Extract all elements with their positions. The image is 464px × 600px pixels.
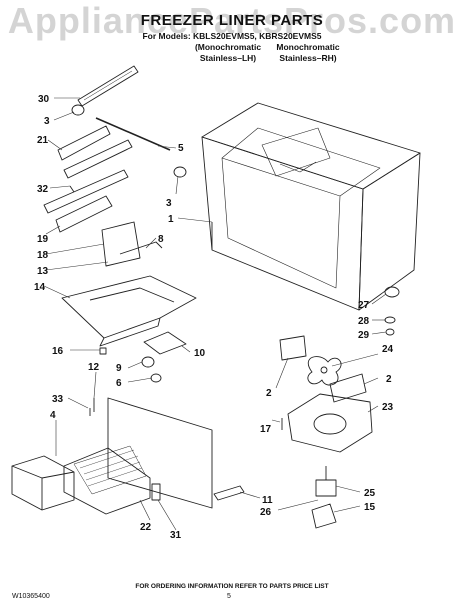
part-roller-3 bbox=[71, 104, 85, 116]
variant-col-2-line2: Stainless–RH) bbox=[279, 53, 337, 63]
callout-21: 21 bbox=[37, 135, 49, 146]
callout-33: 33 bbox=[52, 394, 64, 405]
part-sensor-31 bbox=[151, 483, 161, 501]
variant-col-2: Monochromatic Stainless–RH) bbox=[263, 42, 353, 64]
variant-col-2-line1: Monochromatic bbox=[276, 42, 340, 52]
callout-labels: 30 3 21 5 32 3 1 19 8 18 13 14 27 28 29 … bbox=[34, 94, 394, 541]
callout-17: 17 bbox=[260, 424, 272, 435]
part-freezer-liner bbox=[201, 102, 421, 311]
callout-3b: 3 bbox=[166, 198, 172, 209]
callout-14: 14 bbox=[34, 282, 46, 293]
callout-11: 11 bbox=[262, 495, 273, 506]
part-pad-10 bbox=[143, 331, 187, 355]
callout-23: 23 bbox=[382, 402, 394, 413]
part-foam-2b bbox=[329, 373, 367, 403]
callout-2: 2 bbox=[266, 388, 272, 399]
callout-29: 29 bbox=[358, 330, 370, 341]
callout-4: 4 bbox=[50, 410, 56, 421]
part-bracket-18 bbox=[101, 221, 163, 267]
callout-13: 13 bbox=[37, 266, 49, 277]
callout-5: 5 bbox=[178, 143, 184, 154]
callout-1: 1 bbox=[168, 214, 174, 225]
callout-28: 28 bbox=[358, 316, 370, 327]
variant-col-1-line2: Stainless–LH) bbox=[199, 53, 257, 63]
part-rail-30 bbox=[77, 65, 139, 107]
callout-31: 31 bbox=[170, 530, 182, 541]
variant-col-1: (Monochromatic Stainless–LH) bbox=[183, 42, 273, 64]
callout-19: 19 bbox=[37, 234, 49, 245]
callout-24: 24 bbox=[382, 344, 394, 355]
part-slide-assembly bbox=[43, 125, 133, 233]
callout-6: 6 bbox=[116, 378, 122, 389]
callout-30: 30 bbox=[38, 94, 50, 105]
callout-10: 10 bbox=[194, 348, 206, 359]
part-fan-blade-24 bbox=[307, 356, 342, 386]
page-title: FREEZER LINER PARTS bbox=[140, 12, 324, 29]
part-clip-16 bbox=[99, 347, 107, 355]
callout-18: 18 bbox=[37, 250, 49, 261]
callout-25: 25 bbox=[364, 488, 376, 499]
callout-27: 27 bbox=[358, 300, 370, 311]
variant-col-1-line1: (Monochromatic bbox=[194, 42, 262, 52]
document-number: W10365400 bbox=[12, 593, 50, 600]
callout-22: 22 bbox=[140, 522, 152, 533]
callout-2b: 2 bbox=[386, 374, 392, 385]
model-numbers: For Models: KBLS20EVMS5, KBRS20EVMS5 bbox=[142, 31, 322, 41]
part-fan-hub bbox=[384, 286, 400, 336]
leader-lines bbox=[43, 97, 387, 531]
callout-15: 15 bbox=[364, 502, 376, 513]
callout-3: 3 bbox=[44, 116, 50, 127]
callout-12: 12 bbox=[88, 362, 100, 373]
part-roller-3b bbox=[173, 166, 187, 178]
part-bottom-cover-14 bbox=[61, 275, 197, 347]
part-housing-4 bbox=[11, 455, 75, 511]
ordering-note: FOR ORDERING INFORMATION REFER TO PARTS … bbox=[135, 583, 329, 590]
part-control-panel-22 bbox=[63, 397, 213, 515]
part-strip-11 bbox=[213, 485, 245, 501]
part-foam-2a bbox=[279, 335, 307, 361]
callout-9: 9 bbox=[116, 363, 122, 374]
part-fan-motor bbox=[311, 466, 337, 529]
part-rod-5 bbox=[95, 117, 171, 151]
callout-26: 26 bbox=[260, 507, 272, 518]
callout-16: 16 bbox=[52, 346, 64, 357]
callout-32: 32 bbox=[37, 184, 49, 195]
page-number: 5 bbox=[227, 593, 231, 600]
part-fan-shroud-23 bbox=[287, 393, 373, 453]
callout-8: 8 bbox=[158, 234, 164, 245]
